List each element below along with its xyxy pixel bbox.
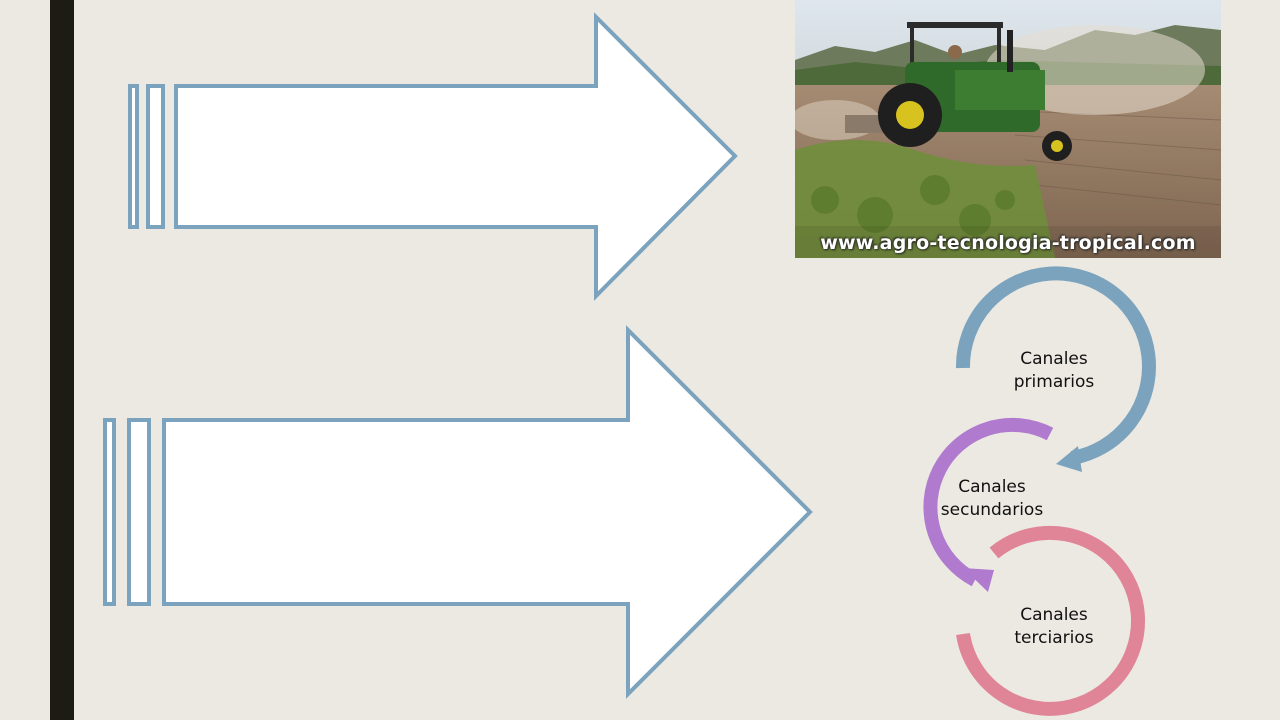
cycle-label-secundarios-line2: secundarios xyxy=(940,500,1044,520)
bottom-arrow-body xyxy=(162,325,813,699)
cycle-label-terciarios: Canales terciarios xyxy=(974,604,1134,650)
left-accent-bar xyxy=(50,0,74,720)
cycle-label-secundarios-line1: Canales xyxy=(958,477,1026,497)
tractor-illustration xyxy=(795,0,1221,258)
tractor-photo: www.agro-tecnologia-tropical.com xyxy=(795,0,1221,258)
top-arrow-stripe-1 xyxy=(128,84,139,229)
top-block-arrow xyxy=(128,12,738,301)
cycle-ring-primarios xyxy=(955,266,1156,465)
cycle-label-terciarios-line1: Canales xyxy=(1020,605,1088,625)
bottom-arrow-stripe-1 xyxy=(103,418,116,606)
cycle-arrowhead-secundarios xyxy=(963,568,994,592)
bottom-arrow-stripe-2 xyxy=(127,418,151,606)
cycle-label-secundarios: Canales secundarios xyxy=(912,476,1072,522)
cycle-label-primarios-line1: Canales xyxy=(1020,349,1088,369)
bottom-block-arrow xyxy=(103,325,813,699)
cycle-label-primarios-line2: primarios xyxy=(1013,372,1095,392)
cycle-ring-secundarios xyxy=(923,417,1054,587)
top-arrow-stripe-2 xyxy=(146,84,165,229)
cycle-label-primarios: Canales primarios xyxy=(974,348,1134,394)
cycle-label-terciarios-line2: terciarios xyxy=(1014,628,1094,648)
tractor xyxy=(845,22,1072,161)
cycle-ring-terciarios xyxy=(956,525,1146,716)
top-arrow-body xyxy=(174,12,738,301)
cycle-arrowhead-primarios xyxy=(1056,446,1082,472)
photo-watermark: www.agro-tecnologia-tropical.com xyxy=(820,232,1196,254)
